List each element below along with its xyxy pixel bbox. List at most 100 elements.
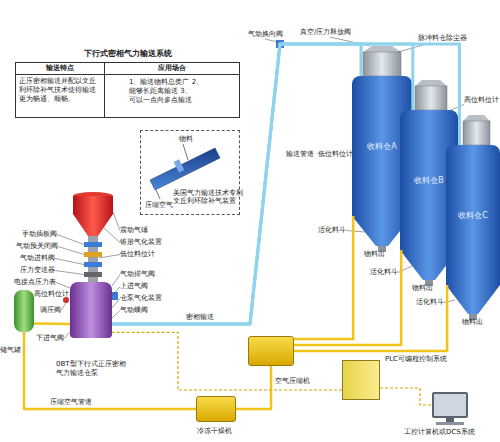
leader-line — [104, 228, 120, 243]
part-label: 低位料位计 — [318, 150, 353, 159]
table-header: 输送特点 — [16, 63, 104, 75]
venturi-pipe — [183, 144, 188, 160]
edge-label: 压缩空气管道 — [50, 398, 92, 407]
part-label: 调压阀 — [40, 306, 61, 315]
venturi-pipe — [156, 190, 160, 199]
leader-line — [112, 299, 120, 309]
table-cell: 应用场合 1、输送物料总类广 2、能够长距离输送 3、可以一点向多点输送 — [104, 62, 240, 118]
connector — [112, 44, 413, 324]
table-text: 1、输送物料总类广 2、能够长距离输送 3、可以一点向多点输送 — [129, 78, 215, 105]
part-label: 压力变送器 — [20, 266, 55, 275]
feed-hopper — [73, 214, 113, 236]
part-label: 锥形气化装置 — [120, 238, 162, 247]
receiving-silo: 收料仓C — [446, 145, 500, 285]
node-label: PLC可编程控制系统 — [385, 355, 447, 364]
leader-line — [55, 259, 84, 265]
part-label: 物料出 — [364, 250, 385, 259]
node-label: 冷冻干燥机 — [197, 427, 232, 436]
leader-line — [112, 311, 120, 319]
part-label: 高位料位计 — [464, 96, 499, 105]
connector — [112, 44, 361, 324]
leader-line — [112, 287, 120, 297]
part-label: 气动预关闭阀 — [16, 242, 58, 251]
node-label: 收料仓A — [367, 142, 396, 151]
leader-line — [56, 283, 70, 289]
venturi-pipe — [174, 159, 185, 172]
valve-stack — [84, 262, 102, 267]
part-label: 低位料位计 — [120, 250, 155, 259]
part-label: 下进气阀 — [36, 334, 64, 343]
leader-line — [61, 303, 66, 311]
valve-stack — [84, 272, 102, 277]
diagram-title: 下行式密相气力输送系统 — [15, 49, 240, 58]
plc-cabinet: PLC可编程控制系统 — [342, 360, 380, 400]
leader-line — [55, 271, 84, 275]
node-label: 储气罐 — [0, 346, 21, 355]
part-label: 真空/压力释放阀 — [300, 28, 351, 37]
leader-line — [58, 247, 84, 255]
leader-line — [57, 235, 84, 245]
inset-label: 物料 — [179, 135, 193, 144]
dust-collector — [415, 86, 447, 110]
connector — [294, 285, 447, 351]
silo-cone — [446, 285, 500, 314]
dust-collector — [415, 80, 447, 86]
leader-line — [444, 300, 455, 303]
part-label: 高位料位计 — [34, 290, 69, 299]
leader-line — [55, 37, 464, 339]
valve-stack — [84, 242, 102, 247]
part-label: 气动换向阀 — [248, 30, 283, 39]
connector — [294, 216, 353, 339]
venturi-inset: 物料压缩空气美国气力输送技术专利 文丘利环除补气装置 — [140, 130, 240, 215]
edge-label: 密相输送 — [186, 313, 214, 322]
air-tank: 储气罐 — [14, 290, 34, 332]
feed-hopper — [73, 192, 113, 236]
part-label: 气动排气阀 — [120, 270, 155, 279]
part-label: 上进气阀 — [120, 282, 148, 291]
leader-line — [265, 39, 278, 42]
computer: 工控计算机或DCS系统 — [432, 392, 468, 418]
freeze-dryer: 冷冻干燥机 — [196, 396, 236, 422]
connector — [34, 322, 70, 325]
part-label: 电接点压力表 — [14, 278, 56, 287]
connector — [294, 250, 401, 345]
table-text: 正压密相输送并配以文丘利环除补气技术使得输送更为畅通、顺畅。 — [16, 75, 104, 106]
connector — [112, 332, 342, 390]
valve-stack — [84, 252, 102, 257]
leader-line — [99, 255, 120, 259]
part-label: 活化料斗 — [318, 226, 346, 235]
dust-collector — [463, 121, 490, 145]
part-label: 仓泵气化装置 — [120, 294, 162, 303]
node-label: 收料仓C — [458, 211, 488, 220]
inset-label: 美国气力输送技术专利 文丘利环除补气装置 — [173, 189, 239, 205]
connector — [380, 388, 432, 405]
part-label: 气动蝶阀 — [120, 306, 148, 315]
edge-label: 输送管道 — [286, 150, 314, 159]
valve-stack — [112, 292, 118, 300]
table-header: 应用场合 — [105, 63, 239, 75]
air-compressor: 空气压缩机 — [248, 336, 294, 366]
leader-line — [112, 275, 120, 287]
dust-collector — [363, 46, 401, 52]
pump-vessel: 0BT型下行式正压密相气力输送仓泵 — [70, 282, 112, 338]
leader-line — [113, 212, 120, 231]
part-label: 手动插板阀 — [22, 230, 57, 239]
connector — [112, 44, 460, 324]
part-label: 震动气锤 — [120, 226, 148, 235]
inset-label: 压缩空气 — [145, 201, 173, 210]
computer-stand — [436, 422, 464, 425]
node-label: 0BT型下行式正压密相气力输送仓泵 — [56, 360, 130, 378]
dust-collector — [463, 115, 490, 121]
part-label: 活化料斗 — [370, 268, 398, 277]
computer-stand — [436, 418, 464, 425]
part-label: 脉冲料仓除尘器 — [418, 34, 467, 43]
feed-hopper — [73, 196, 113, 214]
part-label: 物料出 — [412, 284, 433, 293]
part-label: 活化料斗 — [416, 298, 444, 307]
node-label: 空气压缩机 — [275, 377, 310, 386]
part-label: 物料出 — [462, 318, 483, 327]
connector — [24, 332, 196, 409]
